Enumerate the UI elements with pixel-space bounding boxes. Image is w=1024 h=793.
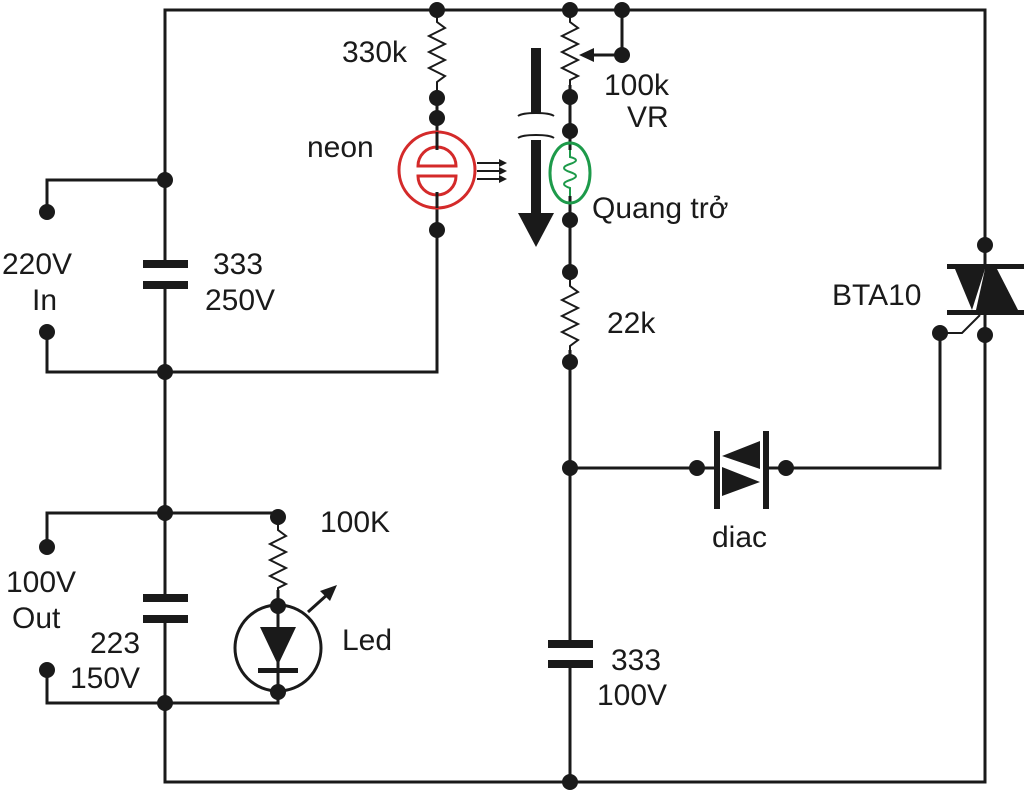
label-r2-value: 22k — [607, 307, 656, 340]
label-input-voltage: 220V — [2, 248, 72, 281]
label-led: Led — [342, 624, 392, 657]
label-diac: diac — [712, 521, 767, 554]
output-terminal-1[interactable] — [39, 539, 55, 555]
input-terminal-2[interactable] — [39, 324, 55, 340]
diac-icon — [697, 431, 786, 509]
gate-wire — [786, 333, 942, 470]
resistor-330k — [426, 15, 448, 90]
capacitor-c2 — [143, 594, 188, 623]
label-c3-value: 333 — [611, 644, 661, 677]
label-r1-value: 330k — [342, 36, 408, 69]
input-wire-top — [45, 178, 165, 212]
triac-icon — [940, 245, 1024, 335]
wiper-arrow-icon — [579, 48, 594, 62]
label-c2-value: 223 — [90, 627, 140, 660]
capacitor-c1 — [143, 260, 188, 289]
vr-wiper-wire — [592, 10, 624, 57]
label-r3-value: 100K — [320, 506, 390, 539]
input-wire-bottom — [45, 230, 439, 374]
label-output-text: Out — [12, 602, 61, 635]
photoresistor-icon — [548, 141, 592, 205]
input-terminal-1[interactable] — [39, 204, 55, 220]
resistor-22k — [559, 280, 581, 350]
label-vr-text: VR — [627, 101, 669, 134]
output-terminal-2[interactable] — [39, 662, 55, 678]
label-c3-voltage: 100V — [597, 679, 667, 712]
terminal-dots — [39, 204, 55, 678]
light-direction-arrow-icon — [517, 48, 555, 247]
capacitor-c3 — [548, 640, 593, 668]
light-rays-icon — [477, 159, 507, 183]
bottom-rail-wire — [163, 335, 987, 784]
label-c1-value: 333 — [213, 248, 263, 281]
resistor-100k-led — [267, 525, 289, 595]
neon-lamp-icon — [397, 130, 477, 210]
label-input-text: In — [32, 284, 57, 317]
label-c2-voltage: 150V — [70, 662, 140, 695]
led-icon — [233, 585, 337, 693]
label-output-voltage: 100V — [6, 566, 76, 599]
wires — [45, 8, 987, 784]
potentiometer-100k — [559, 15, 581, 85]
label-neon: neon — [307, 131, 374, 164]
label-triac: BTA10 — [832, 279, 922, 312]
label-vr-value: 100k — [604, 69, 670, 102]
label-c1-voltage: 250V — [205, 284, 275, 317]
junction-dots — [157, 2, 993, 790]
label-ldr: Quang trở — [592, 192, 728, 225]
